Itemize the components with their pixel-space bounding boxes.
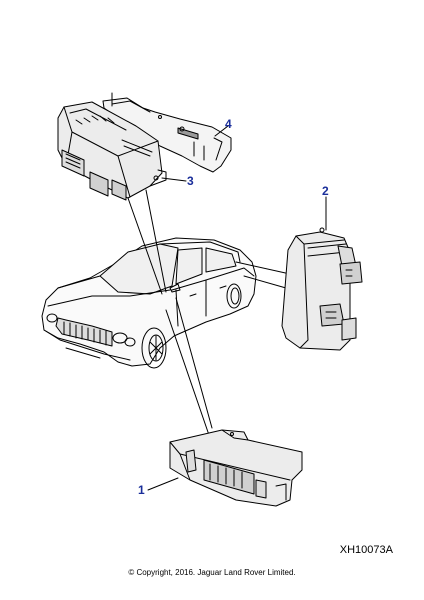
reference-code: XH10073A [339, 544, 393, 556]
callout-4: 4 [225, 117, 232, 131]
callout-1: 1 [138, 483, 145, 497]
module-part-3 [57, 101, 167, 201]
module-part-1 [169, 429, 303, 507]
sedan-car-illustration [41, 237, 257, 369]
callout-2: 2 [322, 184, 329, 198]
module-part-2 [281, 227, 363, 351]
connector-lines [127, 189, 291, 439]
copyright-notice: © Copyright, 2016. Jaguar Land Rover Lim… [128, 568, 296, 577]
callout-3: 3 [187, 174, 194, 188]
